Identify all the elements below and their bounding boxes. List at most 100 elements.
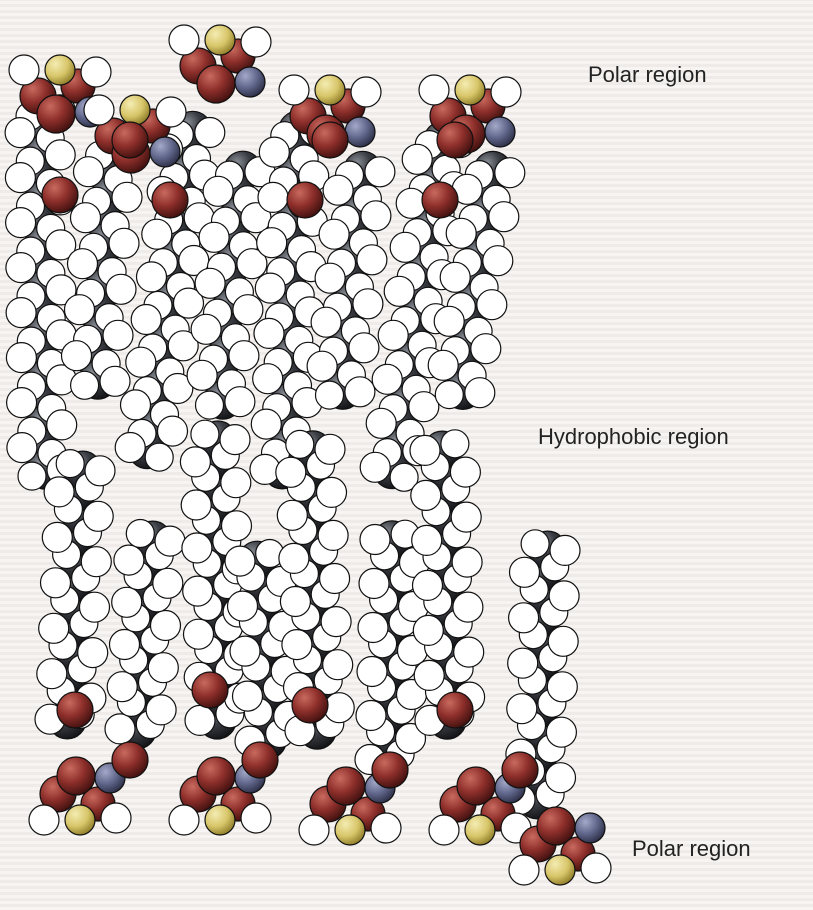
hydrogen-atom	[81, 57, 111, 87]
hydrogen-atom	[358, 613, 388, 643]
hydrogen-atom	[68, 249, 98, 279]
nitrogen-atom	[485, 117, 515, 147]
phosphorus-atom	[545, 855, 575, 885]
hydrogen-atom	[509, 855, 539, 885]
hydrogen-atom	[429, 815, 459, 845]
hydrogen-atom	[181, 490, 211, 520]
hydrogen-atom	[360, 452, 390, 482]
hydrogen-atom	[324, 693, 354, 723]
hydrogen-atom	[62, 341, 92, 371]
hydrogen-atom	[233, 681, 263, 711]
hydrogen-atom	[548, 626, 578, 656]
hydrogen-atom	[107, 672, 137, 702]
hydrogen-atom	[6, 253, 36, 283]
hydrogen-atom	[357, 245, 387, 275]
phosphorus-atom	[45, 55, 75, 85]
hydrogen-atom	[151, 611, 181, 641]
hydrogen-atom	[229, 341, 259, 371]
oxygen-atom	[502, 752, 538, 788]
hydrogen-atom	[366, 408, 396, 438]
hydrogen-atom	[307, 351, 337, 381]
hydrogen-atom	[100, 366, 130, 396]
hydrogen-atom	[402, 144, 432, 174]
hydrogen-atom	[222, 511, 252, 541]
hydrogen-atom	[351, 77, 381, 107]
hydrogen-atom	[180, 447, 210, 477]
hydrogen-atom	[196, 391, 224, 419]
oxygen-atom	[537, 807, 575, 845]
hydrogen-atom	[225, 387, 255, 417]
hydrogen-atom	[158, 416, 188, 446]
hydrogen-atom	[483, 246, 513, 276]
phosphorus-atom	[120, 95, 150, 125]
hydrogen-atom	[185, 705, 215, 735]
oxygen-atom	[37, 95, 75, 133]
hydrogen-atom	[360, 525, 390, 555]
hydrogen-atom	[254, 318, 284, 348]
hydrogen-atom	[372, 364, 402, 394]
oxygen-atom	[152, 182, 188, 218]
hydrogen-atom	[37, 659, 67, 689]
hydrogen-atom	[317, 477, 347, 507]
oxygen-atom	[437, 122, 473, 158]
hydrogen-atom	[410, 435, 440, 465]
hydrogen-atom	[18, 462, 46, 490]
hydrogen-atom	[137, 262, 167, 292]
hydrogen-atom	[315, 434, 345, 464]
hydrogen-atom	[546, 717, 576, 747]
hydrogen-atom	[255, 273, 285, 303]
oxygen-atom	[57, 692, 93, 728]
hydrogen-atom	[191, 314, 221, 344]
hydrogen-atom	[282, 630, 312, 660]
hydrogen-atom	[169, 805, 199, 835]
hydrogen-atom	[146, 695, 176, 725]
phosphorus-atom	[205, 25, 235, 55]
hydrogen-atom	[106, 274, 136, 304]
hydrogen-atom	[286, 430, 314, 458]
hydrogen-atom	[191, 420, 219, 448]
hydrogen-atom	[71, 203, 101, 233]
hydrogen-atom	[225, 546, 255, 576]
hydrogen-atom	[550, 535, 580, 565]
hydrogen-atom	[419, 75, 449, 105]
hydrogen-atom	[434, 306, 464, 336]
hydrogen-atom	[477, 290, 507, 320]
hydrogen-atom	[109, 228, 139, 258]
hydrophobic-region-label: Hydrophobic region	[538, 424, 729, 450]
hydrogen-atom	[521, 530, 549, 558]
oxygen-atom	[457, 767, 495, 805]
nitrogen-atom	[150, 137, 180, 167]
hydrogen-atom	[156, 97, 186, 127]
hydrogen-atom	[126, 520, 154, 548]
hydrogen-atom	[39, 613, 69, 643]
hydrogen-atom	[471, 334, 501, 364]
hydrogen-atom	[103, 320, 133, 350]
hydrogen-atom	[353, 289, 383, 319]
hydrogen-atom	[441, 430, 469, 458]
hydrogen-atom	[56, 450, 84, 478]
hydrogen-atom	[546, 763, 576, 793]
hydrogen-atom	[81, 547, 111, 577]
oxygen-atom	[287, 182, 323, 218]
oxygen-atom	[112, 122, 148, 158]
hydrogen-atom	[257, 228, 287, 258]
phosphorus-atom	[455, 75, 485, 105]
hydrogen-atom	[428, 350, 458, 380]
hydrogen-atom	[6, 208, 36, 238]
hydrogen-atom	[359, 569, 389, 599]
oxygen-atom	[372, 752, 408, 788]
phosphorus-atom	[205, 805, 235, 835]
hydrogen-atom	[195, 118, 225, 148]
hydrogen-atom	[112, 182, 142, 212]
oxygen-atom	[197, 757, 235, 795]
hydrogen-atom	[279, 75, 309, 105]
hydrogen-atom	[323, 175, 353, 205]
hydrogen-atom	[452, 547, 482, 577]
hydrogen-atom	[371, 813, 401, 843]
nitrogen-atom	[575, 813, 605, 843]
hydrogen-atom	[365, 157, 395, 187]
hydrogen-atom	[80, 592, 110, 622]
hydrogen-atom	[414, 660, 444, 690]
oxygen-atom	[312, 122, 348, 158]
hydrogen-atom	[45, 140, 75, 170]
